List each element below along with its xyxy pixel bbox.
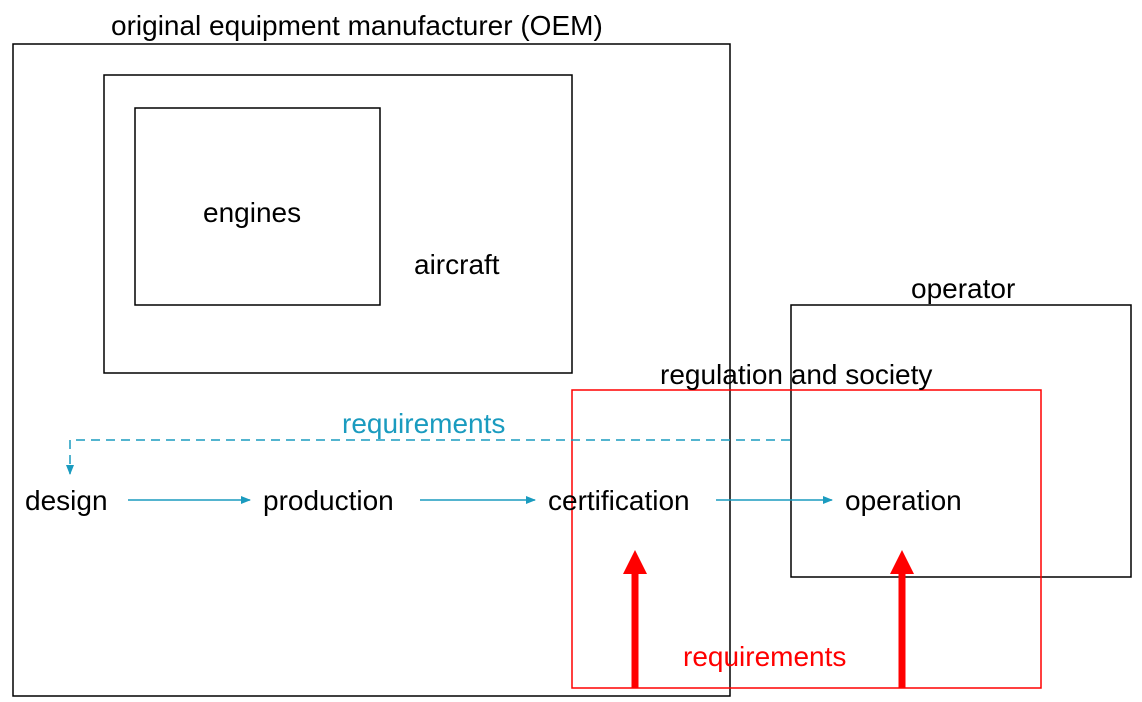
requirements-feedback-arrow <box>66 439 790 475</box>
certification-label: certification <box>548 485 690 516</box>
regulation-to-operation-arrow <box>890 550 914 688</box>
operation-label: operation <box>845 485 962 516</box>
aircraft-label: aircraft <box>414 249 500 280</box>
design-label: design <box>25 485 108 516</box>
regulation-label: regulation and society <box>660 359 932 390</box>
requirements-blue-label: requirements <box>342 408 505 439</box>
engines-label: engines <box>203 197 301 228</box>
regulation-box <box>571 389 1042 689</box>
oem-box <box>12 43 731 697</box>
engines-box <box>134 107 381 306</box>
regulation-to-certification-arrow <box>623 550 647 688</box>
oem-label: original equipment manufacturer (OEM) <box>111 10 603 41</box>
production-label: production <box>263 485 394 516</box>
requirements-red-label: requirements <box>683 641 846 672</box>
operator-box <box>790 304 1132 578</box>
operator-label: operator <box>911 273 1015 304</box>
aircraft-box <box>103 74 573 374</box>
